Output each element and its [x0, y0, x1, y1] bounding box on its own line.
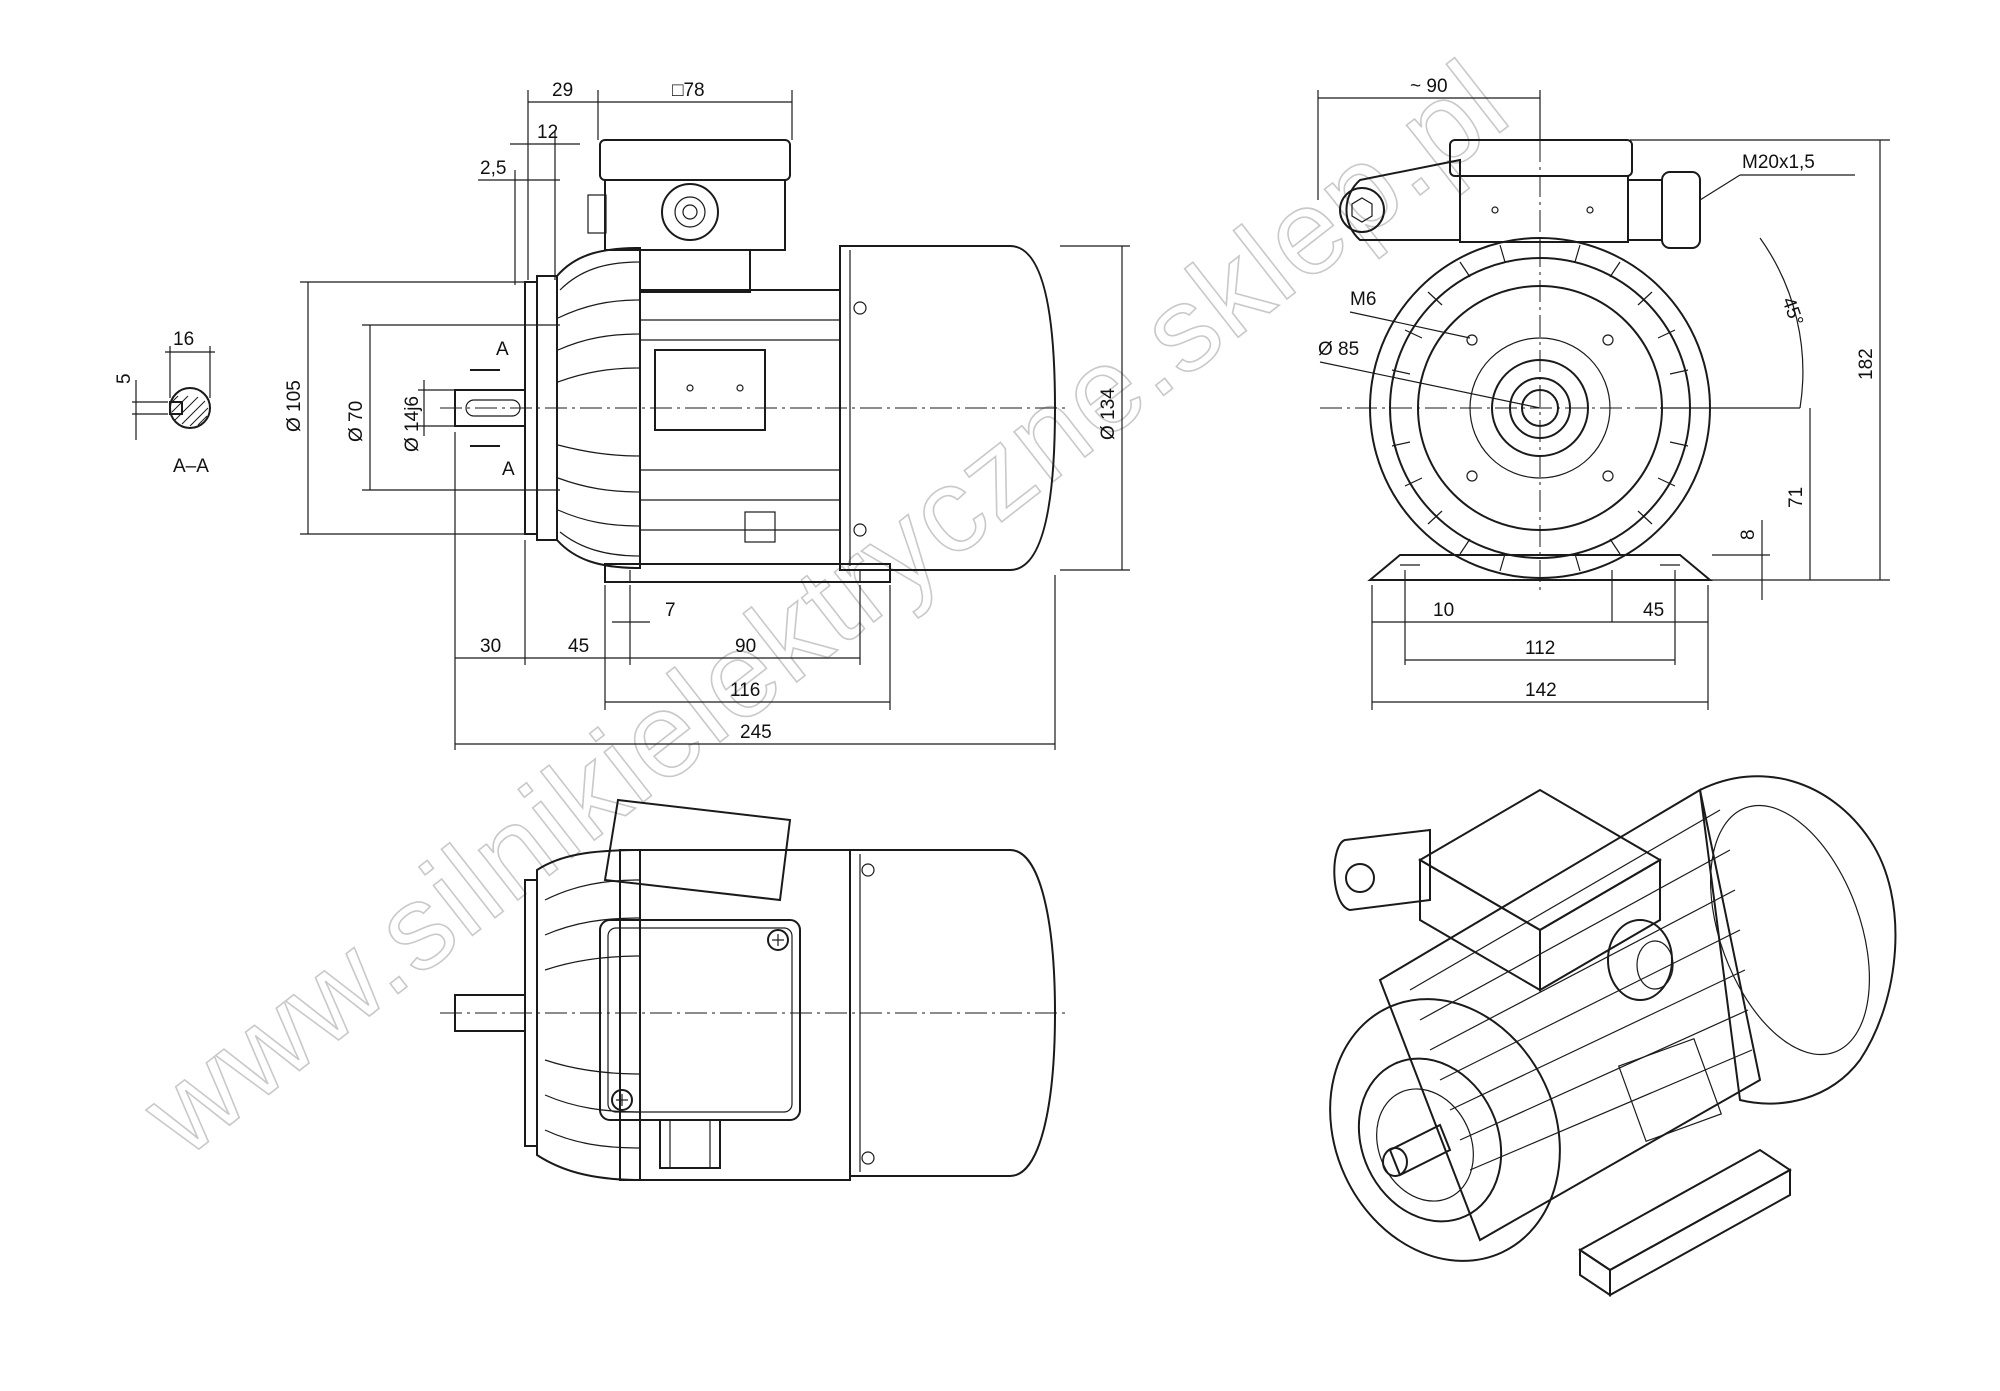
dim-8: 8 — [1738, 529, 1759, 540]
key-width-label: 16 — [173, 329, 194, 350]
dim-182: 182 — [1856, 348, 1877, 380]
section-label: A–A — [173, 456, 209, 477]
dim-90: 90 — [735, 636, 756, 657]
dim-dia-70: Ø 70 — [346, 401, 367, 442]
dim-30: 30 — [480, 636, 501, 657]
dim-7: 7 — [665, 600, 676, 621]
section-a-a-view: 16 5 A–A — [114, 329, 215, 477]
dim-dia-105: Ø 105 — [284, 380, 305, 432]
dim-fan-width: ~ 90 — [1410, 76, 1448, 97]
dim-45: 45 — [568, 636, 589, 657]
side-view-dimensions: 29 □78 12 2,5 Ø 105 Ø 70 Ø 14j6 A A Ø 13… — [284, 80, 1130, 750]
section-mark-a-top: A — [496, 339, 509, 360]
side-view — [440, 139, 1070, 583]
dim-10: 10 — [1433, 600, 1454, 621]
dim-142: 142 — [1525, 680, 1557, 701]
dim-29: 29 — [552, 80, 573, 101]
dim-thread-m6: M6 — [1350, 289, 1376, 310]
dim-245: 245 — [740, 722, 772, 743]
dim-square-78: □78 — [672, 80, 705, 101]
dim-71: 71 — [1786, 487, 1807, 508]
watermark: www.silnikielektryczne.sklep.pl — [117, 34, 1533, 1182]
dim-2-5: 2,5 — [480, 158, 506, 179]
dim-angle-45: 45° — [1777, 295, 1807, 329]
dim-116: 116 — [730, 680, 760, 701]
dim-12: 12 — [537, 122, 558, 143]
watermark-text: www.silnikielektryczne.sklep.pl — [118, 35, 1532, 1181]
front-view-dimensions: ~ 90 M20x1,5 45° M6 Ø 85 182 71 8 10 45 … — [1317, 76, 1890, 710]
dim-112: 112 — [1525, 638, 1555, 659]
dim-bolt-circle: Ø 85 — [1318, 339, 1359, 360]
isometric-view — [1329, 775, 1897, 1297]
top-view — [440, 798, 1070, 1182]
dim-shaft-dia: Ø 14j6 — [402, 396, 423, 452]
dim-45-right: 45 — [1643, 600, 1664, 621]
dim-cable-gland: M20x1,5 — [1742, 152, 1815, 173]
dim-dia-134: Ø 134 — [1098, 388, 1119, 440]
section-mark-a-bottom: A — [502, 459, 515, 480]
key-depth-label: 5 — [114, 373, 135, 384]
